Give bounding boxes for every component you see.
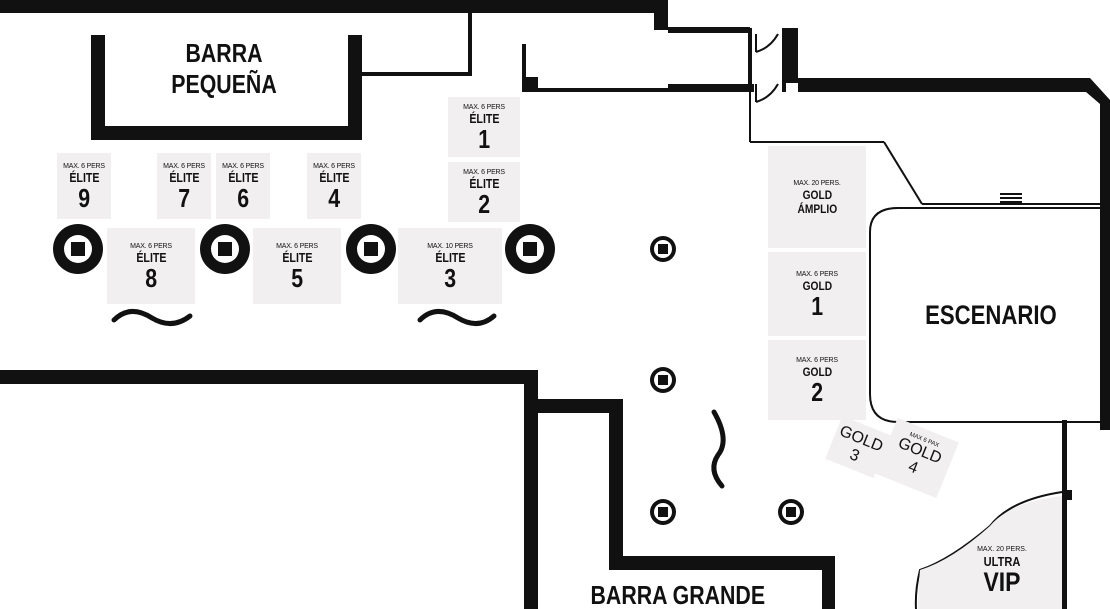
barra-pequena-line2: PEQUEÑA (171, 69, 277, 99)
table-number: 5 (291, 262, 303, 293)
table-number: 7 (178, 182, 190, 213)
table-capacity: MAX. 6 PERS (63, 162, 105, 170)
wall-corridor-inner-left (609, 399, 623, 569)
wave-decoration-1 (111, 309, 193, 326)
table-elite-1[interactable]: MAX. 6 PERS ÉLITE 1 (448, 97, 520, 157)
table-capacity: MAX. 6 PERS (796, 356, 838, 364)
table-elite-5[interactable]: MAX. 6 PERS ÉLITE 5 (253, 228, 341, 304)
wall-right-block (786, 28, 798, 83)
door-swing-bottom (755, 83, 779, 103)
wall-doorway-top (668, 27, 750, 33)
table-elite-6[interactable]: MAX. 6 PERS ÉLITE 6 (216, 153, 270, 219)
table-gold-1[interactable]: MAX. 6 PERS GOLD 1 (768, 252, 866, 336)
wall-barra-pequena-left (91, 35, 105, 140)
wall-partition-d (522, 77, 538, 92)
wall-partition-b (362, 72, 472, 76)
table-number: 2 (811, 376, 823, 407)
wave-decoration-3 (711, 409, 726, 489)
wall-barra-pequena-bottom (91, 126, 362, 140)
table-number: 1 (811, 290, 823, 321)
table-capacity: MAX. 20 PERS. (793, 179, 841, 187)
table-level: ÉLITE (135, 249, 167, 265)
wall-barra-pequena-right (348, 35, 362, 140)
barra-grande-label: BARRA GRANDE (590, 580, 766, 609)
table-capacity: MAX. 10 PERS (427, 242, 473, 250)
table-level: ÉLITE (68, 169, 100, 185)
table-capacity: MAX. 6 PERS (463, 103, 505, 111)
wall-vip-divider (1062, 420, 1067, 609)
table-level: ÉLITE (227, 169, 259, 185)
table-number: 6 (237, 182, 249, 213)
column-large-2 (200, 224, 250, 274)
column-large-1 (53, 224, 103, 274)
vip-curve (914, 491, 1063, 609)
table-number: 2 (478, 188, 490, 219)
table-gold-2[interactable]: MAX. 6 PERS GOLD 2 (768, 340, 866, 420)
barra-pequena-label: BARRA PEQUEÑA (163, 38, 284, 100)
ultra-vip-title: VIP (983, 567, 1021, 597)
table-number: 1 (478, 123, 490, 154)
wall-left-lower (0, 370, 538, 384)
table-level: ÉLITE (434, 249, 466, 265)
table-level: ÉLITE (168, 169, 200, 185)
table-number: 9 (78, 182, 90, 213)
table-elite-2[interactable]: MAX. 6 PERS ÉLITE 2 (448, 162, 520, 222)
table-level: ÉLITE (468, 175, 500, 191)
ultra-vip-capacity: MAX. 20 PERS. (977, 546, 1027, 553)
table-sublevel: ÁMPLIO (797, 201, 837, 216)
wall-corridor-left (524, 370, 538, 609)
wall-top (0, 0, 668, 13)
wave-decoration-2 (417, 309, 497, 326)
table-capacity: MAX. 6 PERS (313, 162, 355, 170)
column-small-3 (650, 499, 676, 525)
column-large-3 (346, 224, 396, 274)
wall-partition-e (538, 88, 750, 92)
table-level: GOLD (802, 278, 832, 293)
line-stage-ramp-diag (883, 141, 923, 205)
wall-door-frame-right (782, 28, 786, 92)
wall-partition-a (468, 13, 472, 76)
table-level: ÉLITE (468, 110, 500, 126)
table-capacity: MAX. 6 PERS (130, 242, 172, 250)
table-elite-7[interactable]: MAX. 6 PERS ÉLITE 7 (157, 153, 211, 219)
table-number: 8 (145, 262, 157, 293)
table-elite-8[interactable]: MAX. 6 PERS ÉLITE 8 (107, 228, 195, 304)
ultra-vip-text: MAX. 20 PERS. ULTRA VIP (966, 545, 1038, 597)
wall-corridor-inner-top (538, 399, 623, 413)
escenario-label: ESCENARIO (925, 300, 1057, 330)
wall-vip-stub (1062, 490, 1072, 500)
wall-top-right-pillar (654, 0, 668, 30)
wall-partition-c (522, 44, 526, 92)
table-number: 3 (444, 262, 456, 293)
wall-door-frame-left (748, 28, 752, 92)
table-elite-4[interactable]: MAX. 6 PERS ÉLITE 4 (307, 153, 361, 219)
table-capacity: MAX. 6 PERS (796, 270, 838, 278)
table-number: 4 (328, 182, 340, 213)
wall-doorway-mid (668, 84, 754, 92)
table-elite-3[interactable]: MAX. 10 PERS ÉLITE 3 (398, 228, 502, 304)
column-small-1 (650, 236, 676, 262)
column-small-4 (778, 499, 804, 525)
wall-corridor-bottom (609, 556, 835, 570)
table-capacity: MAX. 6 PERS (276, 242, 318, 250)
wall-corridor-right (822, 556, 835, 609)
door-swing-top (755, 33, 779, 53)
ultra-vip-level: ULTRA (983, 554, 1021, 569)
column-small-2 (650, 367, 676, 393)
table-capacity: MAX. 6 PERS (222, 162, 264, 170)
table-level: GOLD (802, 187, 832, 202)
column-large-4 (505, 224, 555, 274)
table-level: ÉLITE (318, 169, 350, 185)
stage-outline (869, 207, 1103, 423)
table-elite-9[interactable]: MAX. 6 PERS ÉLITE 9 (57, 153, 111, 219)
table-capacity: MAX. 6 PERS (163, 162, 205, 170)
table-gold-amplio[interactable]: MAX. 20 PERS. GOLD ÁMPLIO (768, 146, 866, 248)
table-level: ÉLITE (281, 249, 313, 265)
table-level: GOLD (802, 364, 832, 379)
barra-pequena-line1: BARRA (185, 38, 263, 68)
table-capacity: MAX. 6 PERS (463, 168, 505, 176)
